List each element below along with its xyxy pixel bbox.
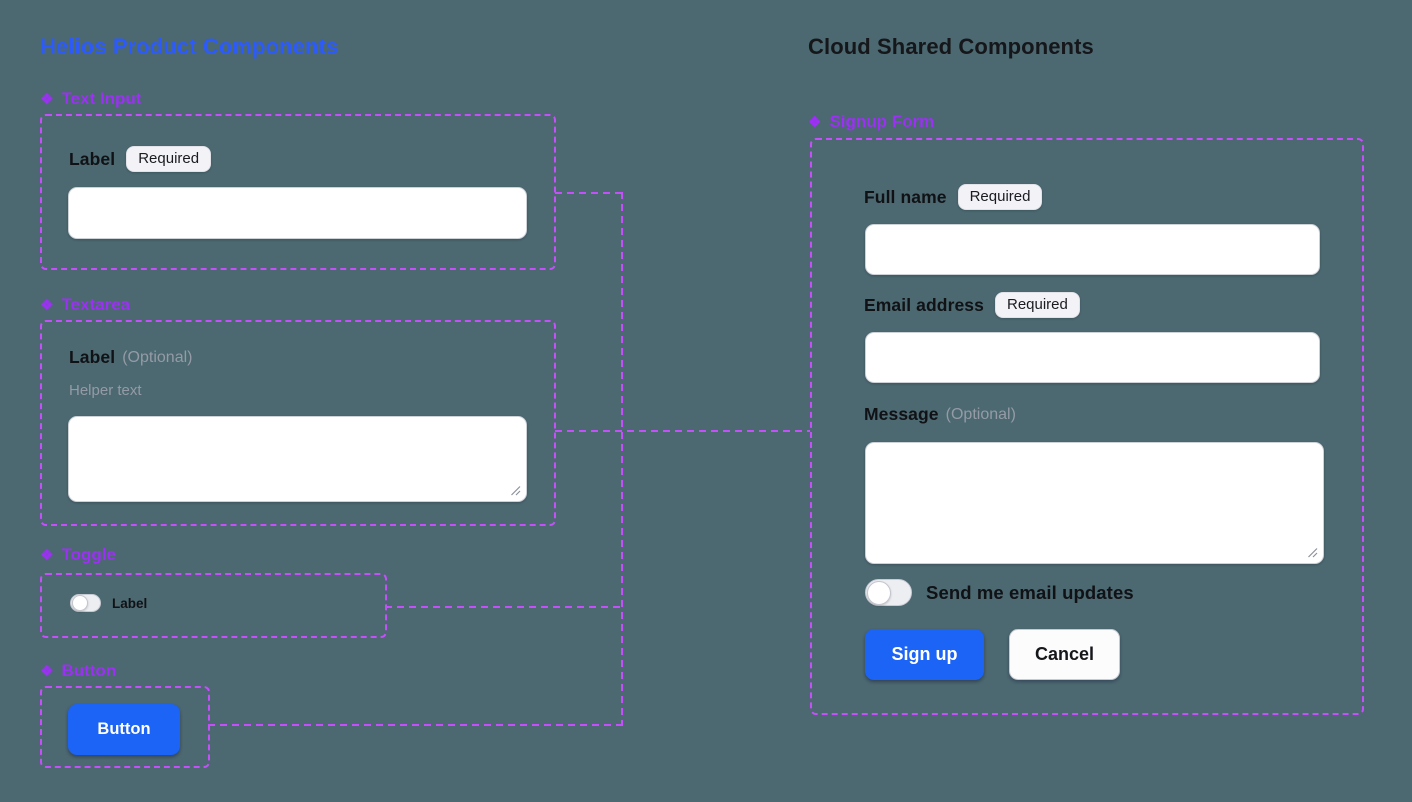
full-name-input[interactable] (865, 224, 1320, 275)
toggle-component-frame: Label (40, 573, 387, 638)
resize-handle-icon[interactable] (509, 484, 522, 497)
email-updates-toggle[interactable] (865, 579, 912, 606)
toggle-label: Label (112, 595, 148, 611)
required-badge: Required (957, 184, 1043, 210)
component-diamond-icon: ❖ (40, 296, 54, 314)
component-name: Signup Form (829, 112, 935, 131)
connector-button (208, 724, 623, 726)
component-label-toggle: ❖ Toggle (40, 545, 116, 565)
component-label-button: ❖ Button (40, 661, 116, 681)
component-diamond-icon: ❖ (40, 546, 54, 564)
form-actions: Sign up Cancel (865, 629, 1120, 680)
resize-handle-icon[interactable] (1306, 546, 1319, 559)
component-label-signup-form: ❖ Signup Form (808, 112, 934, 132)
component-name: Text Input (61, 89, 142, 108)
cancel-button[interactable]: Cancel (1009, 629, 1120, 680)
text-input-component-frame: Label Required (40, 114, 556, 270)
message-textarea[interactable] (865, 442, 1324, 564)
component-diamond-icon: ❖ (40, 662, 54, 680)
right-section-title: Cloud Shared Components (808, 34, 1094, 59)
component-diamond-icon: ❖ (40, 90, 54, 108)
connector-textarea (555, 430, 810, 432)
component-name: Button (61, 661, 117, 680)
required-badge: Required (994, 292, 1080, 318)
text-input-field[interactable] (68, 187, 527, 239)
textarea-field[interactable] (68, 416, 527, 502)
left-section-title: Helios Product Components (40, 34, 339, 59)
field-label: Full name (864, 186, 947, 207)
email-updates-toggle-label: Send me email updates (926, 581, 1134, 603)
field-label: Label (69, 347, 116, 367)
connector-text-input (555, 192, 623, 194)
email-input[interactable] (865, 332, 1320, 383)
field-label: Email address (864, 294, 984, 315)
component-diamond-icon: ❖ (808, 113, 822, 131)
connector-trunk (621, 192, 623, 726)
button-component-frame: Button (40, 686, 210, 768)
primary-button[interactable]: Button (68, 704, 180, 755)
optional-note: (Optional) (122, 348, 193, 366)
required-badge: Required (126, 146, 212, 172)
optional-note: (Optional) (945, 405, 1016, 423)
helper-text: Helper text (69, 382, 142, 399)
component-label-textarea: ❖ Textarea (40, 295, 130, 315)
signup-form-component-frame: Full name Required Email address Require… (810, 138, 1364, 715)
field-label: Message (864, 404, 939, 424)
toggle-knob (72, 595, 88, 611)
textarea-component-frame: Label (Optional) Helper text (40, 320, 556, 526)
component-name: Toggle (61, 545, 116, 564)
toggle-switch[interactable] (70, 594, 101, 612)
toggle-knob (867, 580, 891, 605)
field-label: Label (69, 148, 116, 169)
connector-toggle (385, 606, 623, 608)
sign-up-button[interactable]: Sign up (865, 629, 984, 680)
component-name: Textarea (61, 295, 131, 314)
component-label-text-input: ❖ Text Input (40, 89, 141, 109)
